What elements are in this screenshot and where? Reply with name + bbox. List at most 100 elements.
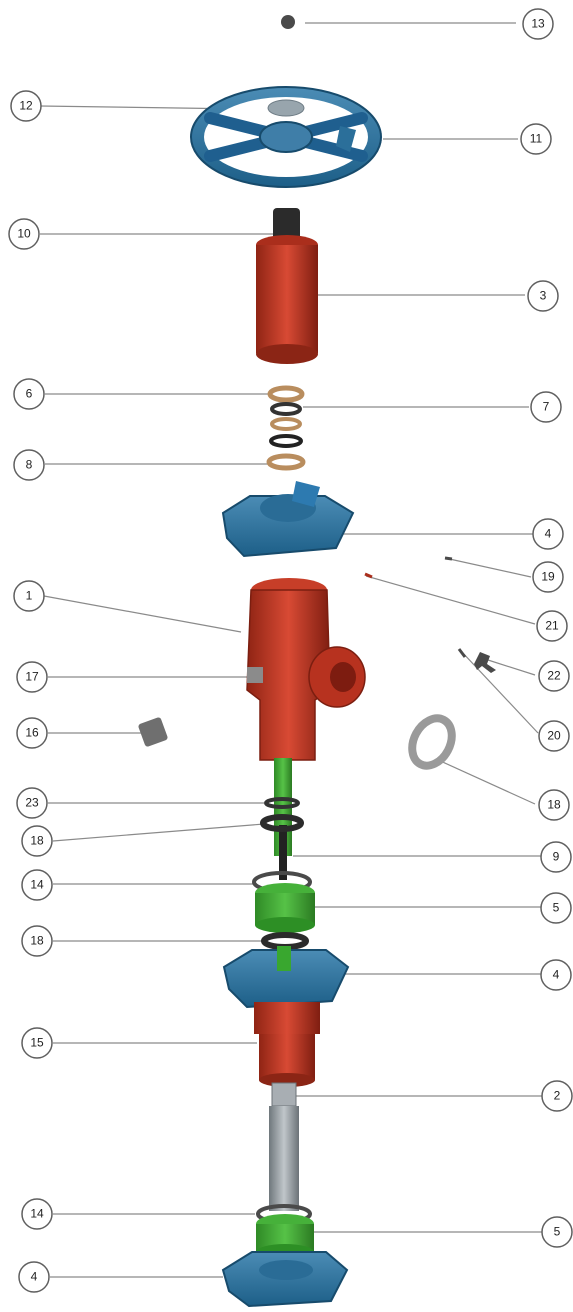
bonnet-icon: [527, 280, 559, 312]
stem-2: [269, 1082, 299, 1211]
ring-18a: [260, 814, 304, 832]
packing-rings: [266, 385, 306, 471]
callout-label: 18: [547, 798, 561, 812]
callout-4-right-a: 4: [532, 518, 564, 550]
ring-icon: [13, 378, 45, 410]
callout-6-left: 6: [13, 378, 45, 410]
callout-10-left: 10: [8, 218, 40, 250]
callout-label: 17: [25, 670, 39, 684]
valve-body: [246, 578, 366, 761]
ring-icon: [16, 787, 48, 819]
ring-icon: [13, 449, 45, 481]
callout-16-left: 16: [16, 717, 48, 749]
ring-18b: [261, 932, 309, 950]
ring-icon: [21, 825, 53, 857]
callout-label: 13: [531, 17, 545, 31]
stem-icon: [541, 1080, 573, 1112]
callout-label: 18: [30, 834, 44, 848]
top-union-nut: [221, 481, 355, 558]
callout-label: 5: [554, 1225, 561, 1239]
ring-icon: [530, 391, 562, 423]
callout-12-left: 12: [10, 90, 42, 122]
leader-lines: [39, 22, 542, 1278]
callout-18-left-a: 18: [21, 825, 53, 857]
ring-23: [264, 797, 300, 809]
pin-icon: [538, 720, 570, 752]
callout-17-left: 17: [16, 661, 48, 693]
callout-4-right-b: 4: [540, 959, 572, 991]
bushing-icon: [540, 892, 572, 924]
leader-22: [487, 659, 536, 676]
callout-23-left: 23: [16, 787, 48, 819]
callout-label: 15: [30, 1036, 44, 1050]
nipple-16: [138, 717, 168, 747]
callout-label: 1: [26, 589, 33, 603]
ring-icon: [21, 869, 53, 901]
callout-label: 7: [543, 400, 550, 414]
callout-21-right: 21: [536, 610, 568, 642]
plug-17: [247, 667, 263, 683]
callout-label: 21: [545, 619, 559, 633]
callout-label: 4: [553, 968, 560, 982]
callout-label: 6: [26, 387, 33, 401]
nut: [273, 208, 300, 240]
callout-label: 14: [30, 878, 44, 892]
callout-1-left: 1: [13, 580, 45, 612]
plug-icon: [16, 661, 48, 693]
callout-label: 22: [547, 669, 561, 683]
body-icon: [13, 580, 45, 612]
bushing-icon: [541, 1216, 573, 1248]
bonnet: [256, 235, 318, 364]
callout-label: 14: [30, 1207, 44, 1221]
pin-icon: [536, 610, 568, 642]
handwheel: [190, 86, 382, 188]
callout-18-right: 18: [538, 789, 570, 821]
callouts: 13 12 11 10 3 6 7 8 4 19 1 21 22 17 20 16 18 23 18 9 14 5 18 4 1…: [8, 8, 573, 1293]
callout-label: 11: [530, 132, 543, 146]
pin-19: [444, 556, 453, 561]
leader-1: [43, 595, 242, 633]
fitting-icon: [538, 660, 570, 692]
callout-label: 2: [554, 1089, 561, 1103]
callout-label: 10: [17, 227, 31, 241]
seat-ring-18: [408, 714, 456, 770]
ball-nut: [281, 15, 295, 29]
nipple-icon: [16, 717, 48, 749]
leader-19: [444, 557, 532, 578]
callout-11-right: 11: [520, 123, 552, 155]
callout-2-right: 2: [541, 1080, 573, 1112]
callout-20-right: 20: [538, 720, 570, 752]
pin-icon: [532, 561, 564, 593]
nut-icon: [8, 218, 40, 250]
callout-13-top: 13: [522, 8, 554, 40]
handwheel-icon: [10, 90, 42, 122]
callout-18-left-b: 18: [21, 925, 53, 957]
callout-label: 4: [545, 527, 552, 541]
callout-8-left: 8: [13, 449, 45, 481]
callout-5-right-a: 5: [540, 892, 572, 924]
callout-3-right: 3: [527, 280, 559, 312]
callout-14-left-b: 14: [21, 1198, 53, 1230]
lower-body-15: [254, 1002, 320, 1087]
ring-icon: [21, 1198, 53, 1230]
callout-22-right: 22: [538, 660, 570, 692]
callout-label: 8: [26, 458, 33, 472]
leader-20: [460, 650, 539, 734]
ring-icon: [21, 925, 53, 957]
callout-15-left: 15: [21, 1027, 53, 1059]
callout-label: 23: [25, 796, 39, 810]
ball-icon: [522, 8, 554, 40]
callout-label: 3: [540, 289, 547, 303]
fitting-22: [474, 652, 496, 673]
stem-icon: [540, 841, 572, 873]
callout-label: 16: [25, 726, 39, 740]
ring-icon: [538, 789, 570, 821]
pin-21: [364, 572, 373, 579]
flange-icon: [18, 1261, 50, 1293]
callout-label: 19: [541, 570, 555, 584]
callout-label: 9: [553, 850, 560, 864]
flange-icon: [532, 518, 564, 550]
callout-label: 5: [553, 901, 560, 915]
leader-18r: [435, 758, 536, 805]
callout-label: 20: [547, 729, 561, 743]
